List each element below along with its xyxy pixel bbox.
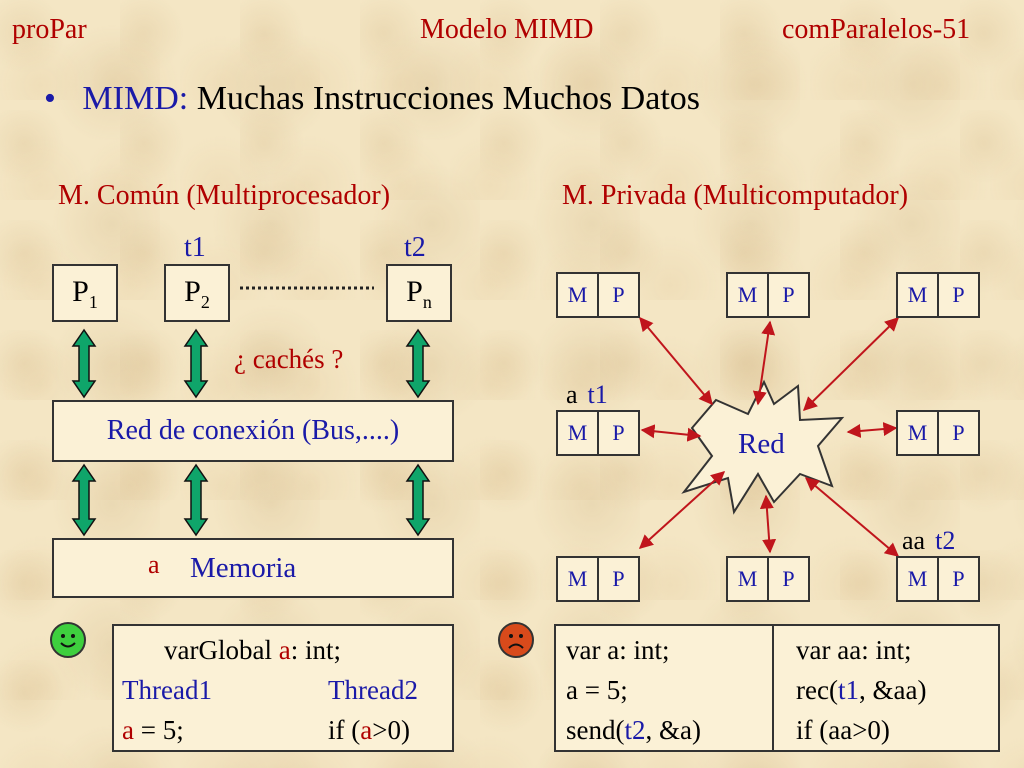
arrow-network-memory-2: [183, 463, 209, 537]
arrow-node-3: [802, 317, 900, 411]
arrow-node-8: [804, 477, 900, 557]
happy-face-icon: [50, 622, 86, 658]
private-code-col2-line1: var aa: int;: [796, 635, 912, 665]
arrow-p1-network: [71, 328, 97, 399]
arrow-network-memory-1: [71, 463, 97, 537]
shared-code-box: varGlobal a: int; Thread1 Thread2 a = 5;…: [112, 624, 454, 752]
arrow-node-2: [752, 320, 776, 406]
private-code-col1-line3: send(t2, &a): [566, 715, 701, 745]
bullet-term: MIMD:: [82, 80, 189, 117]
shared-heading: M. Común (Multiprocesador): [58, 180, 391, 211]
memory-label: Memoria: [190, 552, 297, 584]
arrow-pn-network: [405, 328, 431, 399]
thread2-label: Thread2: [328, 675, 418, 705]
thread-label-t2: t2: [404, 232, 426, 263]
private-code-col2-line3: if (aa>0): [796, 715, 890, 745]
private-code-box: var a: int; a = 5; send(t2, &a) var aa: …: [554, 624, 1000, 752]
arrow-p2-network: [183, 328, 209, 399]
arrow-node-4: [640, 424, 702, 442]
arrow-node-7: [759, 494, 777, 554]
header-left: proPar: [12, 14, 87, 45]
header-right: comParalelos-51: [782, 14, 971, 45]
network-red-label: Red: [738, 428, 785, 460]
shared-code-line-1: varGlobal a: int;: [164, 635, 341, 665]
bullet-line: • MIMD: Muchas Instrucciones Muchos Dato…: [44, 80, 700, 118]
private-code-divider: [772, 626, 774, 750]
thread2-code: if (a>0): [328, 715, 410, 745]
arrow-node-6: [638, 471, 726, 549]
private-heading: M. Privada (Multicomputador): [562, 180, 909, 211]
private-code-col1-line2: a = 5;: [566, 675, 628, 705]
sad-face-icon: [498, 622, 534, 658]
arrow-network-memory-3: [405, 463, 431, 537]
bullet-text: Muchas Instrucciones Muchos Datos: [188, 80, 700, 117]
processor-p1: P1: [52, 264, 118, 322]
private-code-col2-line2: rec(t1, &aa): [796, 675, 927, 705]
memory-variable-a: a: [148, 550, 160, 579]
bullet-dot: •: [44, 80, 56, 117]
thread-label-t1: t1: [184, 232, 206, 263]
network-bus-box: Red de conexión (Bus,....): [52, 400, 454, 462]
private-code-col1-line1: var a: int;: [566, 635, 670, 665]
thread1-label: Thread1: [122, 675, 212, 705]
thread1-code: a = 5;: [122, 715, 184, 745]
arrow-node-5: [846, 422, 898, 438]
header-title: Modelo MIMD: [420, 14, 594, 45]
processor-p2: P2: [164, 264, 230, 322]
memory-box: [52, 538, 454, 598]
processor-pn: Pn: [386, 264, 452, 322]
caches-question: ¿ cachés ?: [234, 344, 344, 374]
arrow-node-1: [639, 316, 713, 406]
